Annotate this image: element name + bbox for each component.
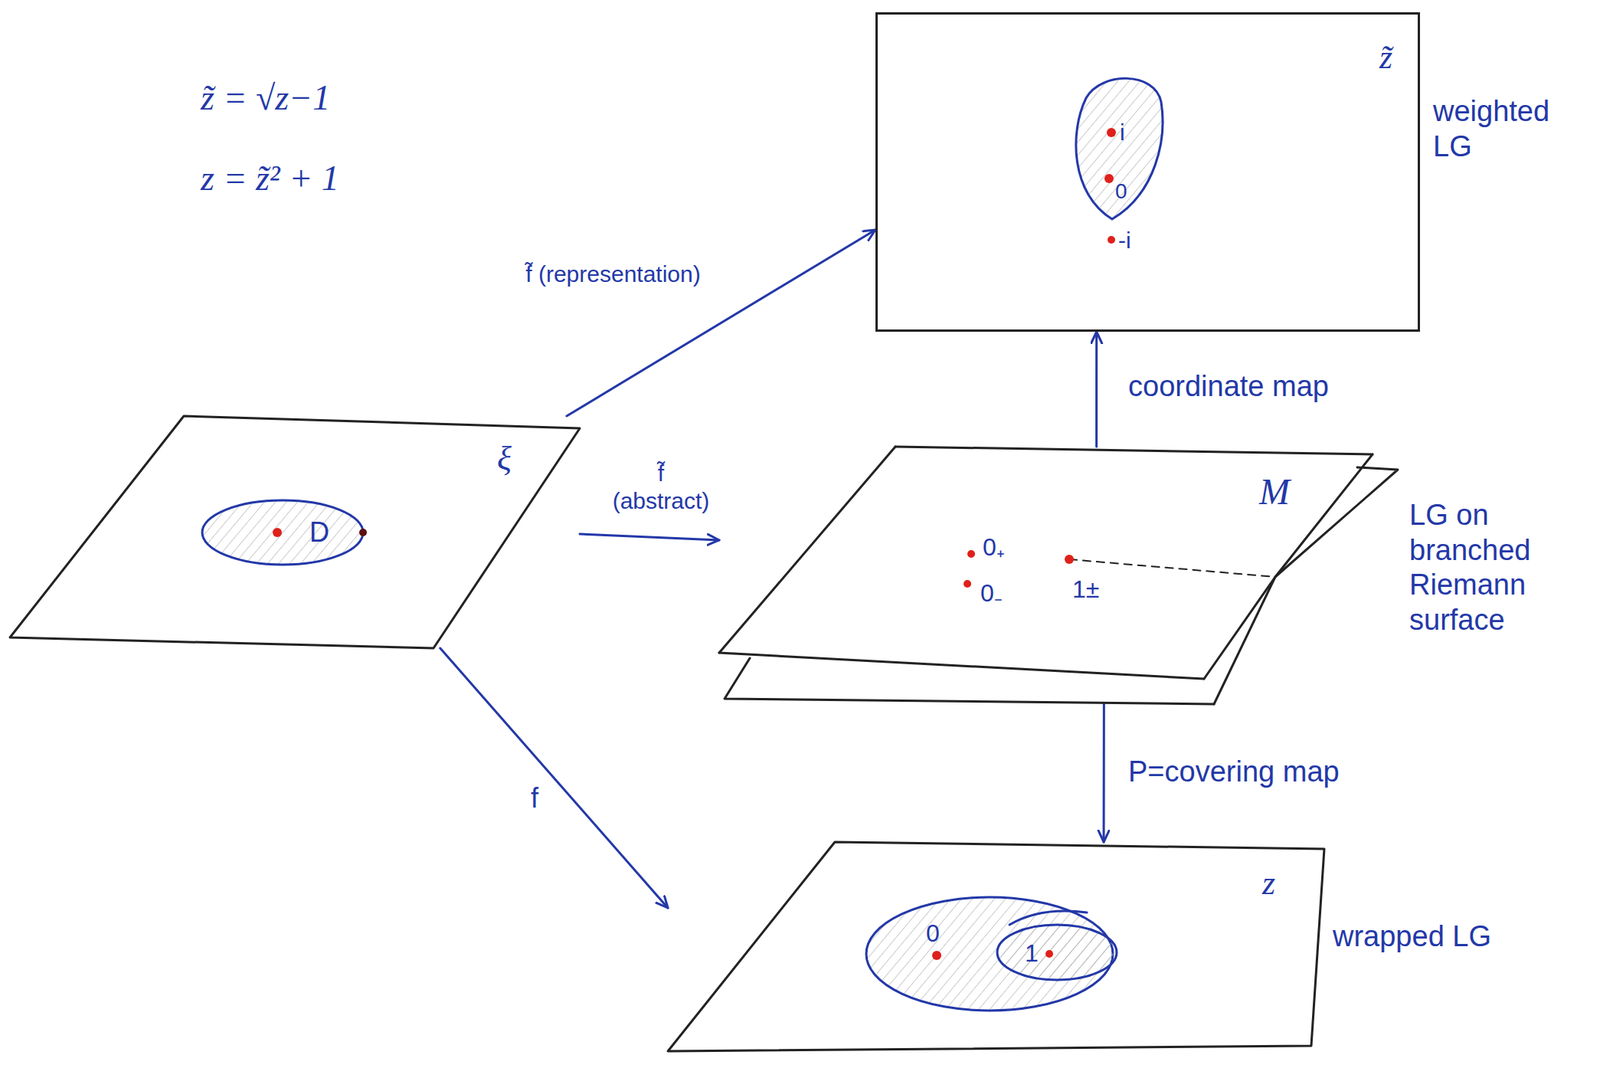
plane-caption: weighted LG (1433, 94, 1579, 164)
plane-caption: wrapped LG (1332, 919, 1492, 955)
arrow-label: P=covering map (1125, 754, 1342, 790)
point-dot (1104, 173, 1114, 184)
map-arrow (579, 533, 720, 540)
riemann-surface: MLG on branched Riemann surface (719, 446, 1398, 704)
hatched-region (997, 924, 1117, 980)
point-dot (1107, 235, 1116, 244)
plane-label: D (309, 515, 330, 549)
plane-label: 1 (1024, 938, 1039, 968)
point-label: 1± (1072, 574, 1100, 604)
arrow-label: f (528, 781, 541, 815)
arrow-label: f̃ (abstract) (605, 459, 717, 515)
sheet-edge (719, 652, 1205, 679)
shape-drawing (719, 446, 1398, 704)
point-dot (932, 950, 942, 960)
region-outline: 1 (995, 922, 1119, 982)
region-outline: 01 (864, 895, 1115, 1012)
plane-parallelogram: ξD (9, 415, 580, 648)
point-label: 0₋ (980, 578, 1003, 608)
point-dot (1064, 554, 1074, 564)
formula: z̃ = √z−1 (200, 76, 331, 119)
formula: z = z̃² + 1 (200, 157, 340, 200)
map-arrow (1095, 331, 1098, 447)
sheet-edge (1213, 454, 1373, 704)
arrow-label: coordinate map (1125, 369, 1332, 405)
point-dot (967, 549, 976, 558)
plane-label: i (1119, 118, 1126, 147)
plane-caption: 0 (1115, 178, 1128, 205)
sheet-edge (1009, 910, 1087, 925)
plane-label: z (1262, 863, 1276, 904)
sheet-edge (1204, 467, 1398, 679)
point-label: 0₊ (982, 532, 1005, 562)
point-dot (1106, 127, 1116, 138)
arrow-label: f̃ (representation) (520, 260, 706, 288)
shape-drawing (200, 498, 365, 567)
plane-label: M (1259, 469, 1290, 514)
point-dot (359, 528, 367, 537)
plane-outline (9, 415, 580, 648)
point-dot (272, 527, 282, 537)
map-arrow (440, 647, 668, 908)
plane-caption: LG on branched Riemann surface (1409, 497, 1555, 638)
plane-rectangle: z̃weighted LGi0 (875, 12, 1421, 332)
map-arrow (566, 229, 876, 416)
sheet-edge (724, 657, 1214, 704)
plane-parallelogram: zwrapped LG01 (667, 841, 1325, 1051)
plane-label: 0 (925, 918, 940, 948)
point-dot (963, 579, 972, 588)
shape-drawing (995, 922, 1119, 982)
hatched-region (1076, 78, 1163, 220)
point-dot (1045, 949, 1054, 958)
branch-cut (1069, 559, 1276, 577)
region-outline: D (200, 498, 365, 567)
region-outline: i0 (1070, 71, 1166, 221)
sheet-edge (895, 446, 1373, 455)
point-label: -i (1118, 226, 1132, 255)
map-arrow (1102, 703, 1106, 842)
plane-label: z̃ (1379, 37, 1393, 79)
sheet-edge (719, 446, 896, 653)
plane-outline (667, 841, 1325, 1051)
hatched-region (202, 500, 364, 565)
plane-label: ξ (497, 438, 512, 480)
